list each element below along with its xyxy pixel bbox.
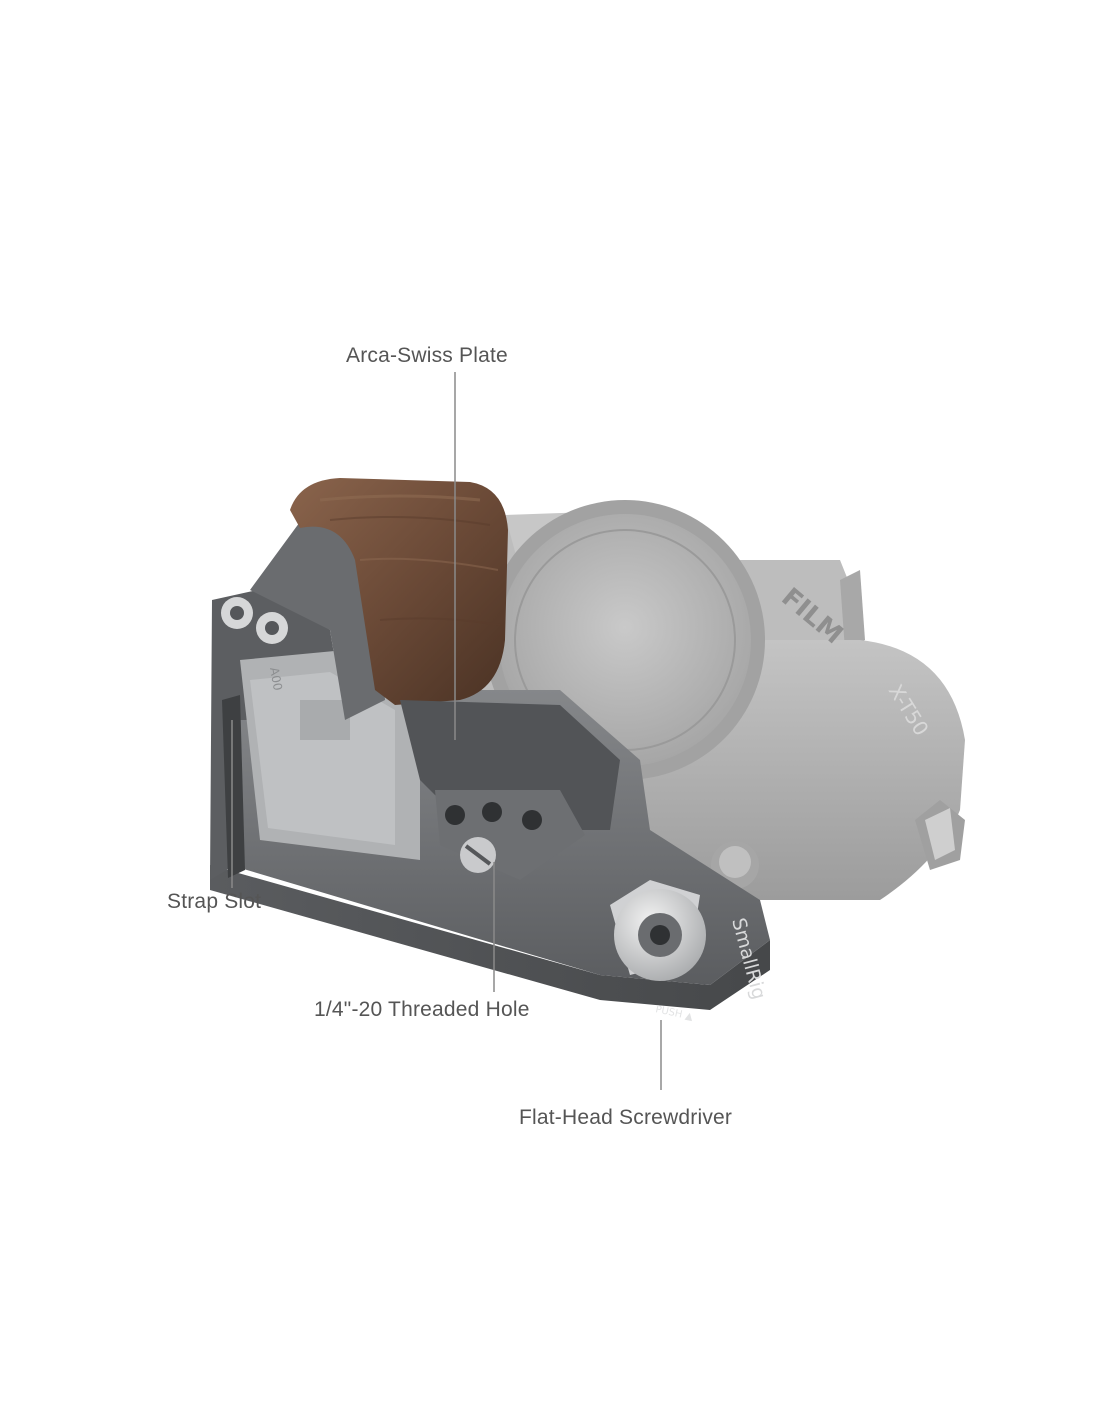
callout-threaded-hole: 1/4"-20 Threaded Hole [314, 998, 530, 1021]
callout-flat-head-screwdriver: Flat-Head Screwdriver [519, 1106, 733, 1129]
leader-lines [231, 372, 662, 1090]
callout-strap-slot: Strap Slot [167, 890, 262, 913]
callout-arca-swiss-plate: Arca-Swiss Plate [346, 344, 508, 367]
wood-grip [290, 478, 508, 705]
strap-slot [222, 695, 245, 878]
threaded-hole-small [482, 802, 502, 822]
threaded-hole-small [445, 805, 465, 825]
part-code-text: A00 [267, 666, 285, 692]
camera-cage: A00 SmallRig PUSH ▲ [210, 478, 770, 1023]
threaded-hole-small [522, 810, 542, 830]
